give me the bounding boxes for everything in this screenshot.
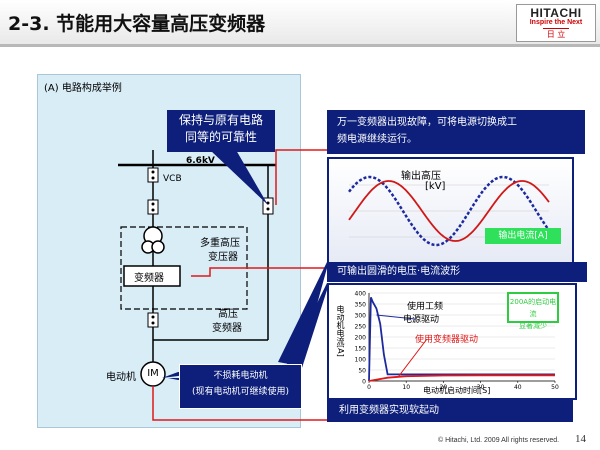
multi-transformer-label-2: 变压器 [208, 252, 238, 263]
red-connector-line [275, 149, 327, 205]
callout-pointer [210, 150, 268, 205]
series-line [368, 374, 555, 382]
page-number: 14 [575, 433, 586, 445]
y-axis-title: 电动机电流[A] [336, 305, 345, 357]
hv-inverter-label-2: 变频器 [212, 323, 242, 334]
voltage-label: 6.6kV [186, 156, 215, 166]
logo-chinese-text: 日 立 [543, 28, 569, 40]
reduction-note-line: 200A的启动电流 [509, 298, 557, 318]
callout-line: 万一变频器出现故障，可将电源切换成工 [337, 117, 517, 128]
logo-main-text: HITACHI [530, 6, 582, 20]
y-tick-label: 0 [362, 379, 366, 386]
breaker-icon [147, 199, 159, 215]
chart-axes: 0 50 100 150 200 250 300 350 400 0 10 20 30 40 50 [355, 291, 559, 392]
x-tick-label: 50 [551, 384, 559, 391]
callout-line: 保持与原有电路 [178, 113, 263, 127]
reduction-note-box: 200A的启动电流 显著减少 [507, 292, 559, 330]
inverter-label: 变频器 [134, 273, 164, 284]
current-waveform [348, 180, 550, 242]
reduction-note-line: 显著减少 [519, 322, 547, 330]
callout-line: (现有电动机可继续使用) [191, 387, 290, 397]
y-tick-label: 300 [355, 313, 367, 320]
callout-line: 频电源继续运行。 [337, 134, 417, 145]
annotation-arrow [398, 338, 428, 377]
series-line [368, 297, 555, 382]
y-tick-label: 150 [355, 346, 367, 353]
callout-line: 同等的可靠性 [184, 130, 257, 144]
transformer-icon [141, 226, 165, 254]
bypass-switch-callout: 万一变频器出现故障，可将电源切换成工 频电源继续运行。 [327, 110, 585, 154]
logo-tagline: Inspire the Next [529, 19, 583, 26]
breaker-icon [147, 312, 159, 328]
callout-pointer [286, 283, 327, 374]
y-tick-label: 250 [355, 324, 367, 331]
header-bar [0, 0, 600, 44]
mains-drive-label-2: 电源驱动 [403, 315, 440, 325]
soft-start-callout: 利用变频器实现软起动 [327, 400, 573, 422]
voltage-label-2: [kV] [425, 181, 446, 192]
smooth-wave-callout: 可输出圆滑的电压·电流波形 [327, 262, 587, 282]
y-tick-label: 200 [355, 335, 367, 342]
callout-pointer [278, 262, 327, 366]
slide-title: 2-3. 节能用大容量高压变频器 [8, 13, 266, 35]
callout-line: 不损耗电动机 [213, 371, 268, 381]
waveform-graphic [329, 159, 572, 263]
y-tick-label: 50 [358, 368, 366, 375]
motor-label: 电动机 [106, 372, 136, 383]
x-tick-label: 20 [440, 384, 448, 391]
x-tick-label: 40 [514, 384, 522, 391]
inverter-drive-label: 使用变频器驱动 [415, 335, 479, 345]
y-tick-label: 100 [355, 357, 367, 364]
inverter-box [123, 265, 181, 287]
vcb-breaker-icon [147, 167, 159, 183]
chart-series [368, 297, 555, 382]
voltage-label-1: 输出高压 [401, 171, 441, 182]
current-label-badge: 输出电流[A] [485, 228, 561, 244]
motor-reuse-callout: 不损耗电动机 (现有电动机可继续使用) [179, 364, 302, 409]
hv-inverter-label-1: 高压 [218, 309, 238, 320]
motor-symbol: IM [147, 368, 159, 379]
y-tick-label: 400 [355, 291, 367, 298]
x-axis-title: 电动机启动时间[S] [423, 386, 491, 395]
startup-current-chart-panel: 0 50 100 150 200 250 300 350 400 0 10 20 30 40 50 电动机电… [327, 283, 577, 400]
waveform-panel: 输出高压 [kV] 输出电流[A] [327, 157, 574, 265]
multi-transformer-label-1: 多重高压 [200, 238, 240, 249]
mains-drive-label-1: 使用工频 [407, 302, 444, 312]
x-tick-label: 0 [367, 384, 371, 391]
vcb-label: VCB [163, 174, 182, 184]
bypass-breaker-icon [262, 197, 274, 215]
annotation-arrow [376, 314, 416, 320]
reliability-callout: 保持与原有电路 同等的可靠性 [167, 110, 275, 152]
copyright-text: © Hitachi, Ltd. 2009 All rights reserved… [438, 437, 560, 444]
red-connector-line [191, 267, 327, 277]
y-tick-label: 350 [355, 302, 367, 309]
x-tick-label: 10 [402, 384, 410, 391]
x-tick-label: 30 [477, 384, 485, 391]
panel-label: (A) 电路构成举例 [44, 83, 122, 94]
hitachi-logo: HITACHI Inspire the Next 日 立 [516, 4, 596, 42]
header-divider [0, 44, 600, 47]
red-connector-line [152, 386, 327, 421]
